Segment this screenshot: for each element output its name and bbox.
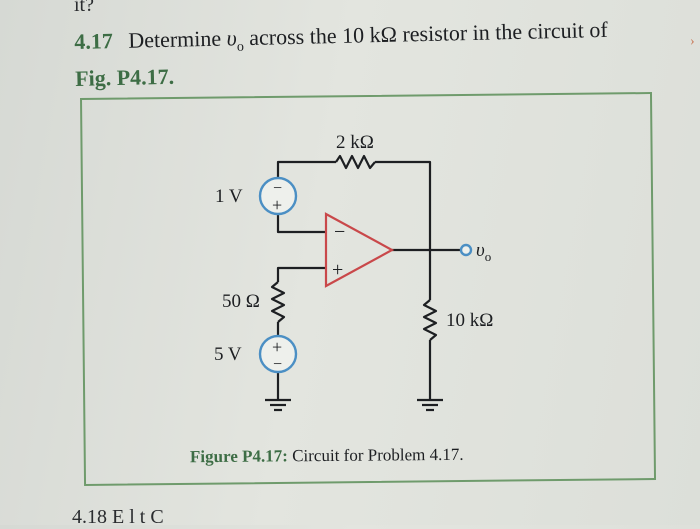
source-5v-plus: + bbox=[272, 337, 282, 357]
source-1v-plus: + bbox=[272, 195, 282, 215]
opamp-triangle bbox=[324, 212, 395, 288]
label-source-5v: 5 V bbox=[214, 344, 242, 365]
figure-caption: Figure P4.17: Circuit for Problem 4.17. bbox=[190, 445, 464, 467]
label-output-voltage: υo bbox=[476, 240, 491, 264]
label-r-load: 10 kΩ bbox=[446, 310, 493, 331]
source-1v-minus: − bbox=[273, 180, 282, 197]
resistor-2k bbox=[335, 154, 376, 170]
opamp-minus-sign: − bbox=[334, 221, 345, 243]
caption-text: Circuit for Problem 4.17. bbox=[292, 444, 464, 466]
wire-top-loop bbox=[276, 160, 336, 178]
wire-minus-input bbox=[276, 214, 326, 234]
voltage-source-5v bbox=[258, 334, 298, 374]
label-r-feedback: 2 kΩ bbox=[336, 132, 374, 153]
resistor-10k bbox=[422, 299, 438, 341]
page-edge-mark: › bbox=[690, 34, 695, 49]
ground-right bbox=[417, 398, 443, 412]
output-terminal bbox=[459, 243, 473, 257]
caption-label: Figure P4.17: bbox=[189, 446, 288, 467]
opamp-plus-sign: + bbox=[332, 259, 343, 281]
voltage-source-1v bbox=[258, 176, 298, 216]
label-source-1v: 1 V bbox=[215, 186, 243, 207]
previous-problem-fragment: it? bbox=[74, 0, 94, 16]
source-5v-minus: − bbox=[273, 356, 282, 373]
next-problem-fragment: 4.18 E l t C bbox=[72, 506, 164, 528]
wire-feedback-right bbox=[375, 160, 432, 252]
ground-left bbox=[265, 398, 291, 412]
wire-plus-input bbox=[276, 266, 326, 282]
resistor-50 bbox=[270, 281, 286, 323]
label-r-series: 50 Ω bbox=[222, 291, 260, 312]
